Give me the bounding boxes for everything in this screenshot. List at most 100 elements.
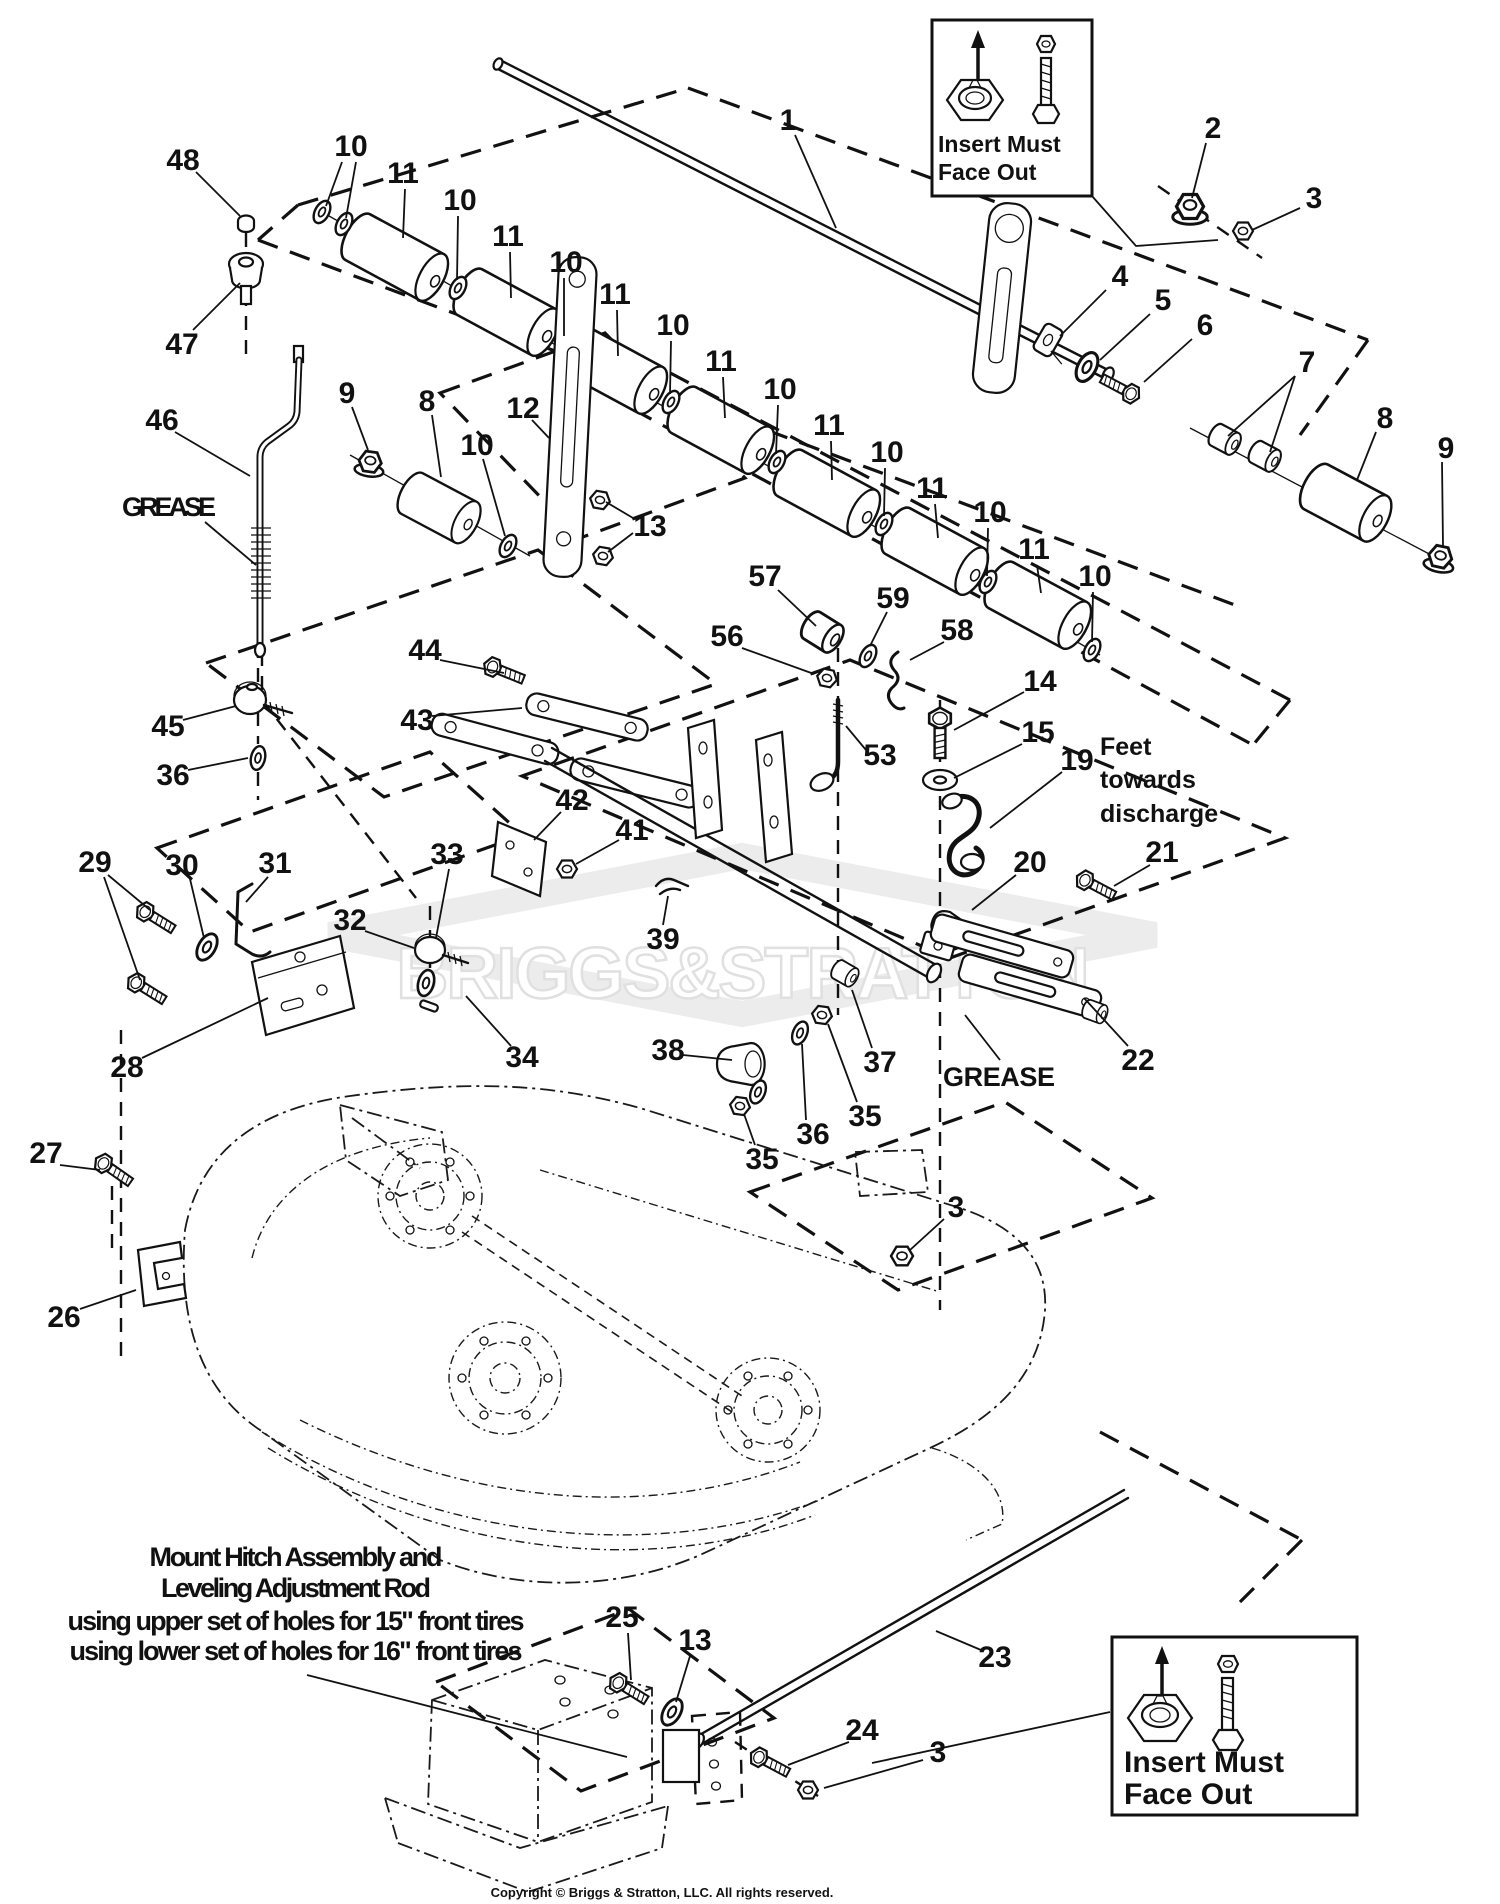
callout-57: 57 xyxy=(748,560,781,593)
callout-20: 20 xyxy=(1013,846,1046,879)
insert-note-bottom-line2: Face Out xyxy=(1124,1778,1252,1811)
leader-line-10 xyxy=(456,215,459,281)
nut-icon xyxy=(945,78,1005,122)
insert-note-box-bottom: Insert Must Face Out xyxy=(1110,1635,1359,1817)
callout-10: 10 xyxy=(763,373,796,406)
callout-9: 9 xyxy=(1438,432,1455,465)
spindle-left xyxy=(377,1143,483,1249)
hanger-hardware-group xyxy=(921,706,985,878)
callout-32: 32 xyxy=(333,904,366,937)
callout-11: 11 xyxy=(387,157,419,190)
leader-line-13 xyxy=(605,501,634,519)
callout-22: 22 xyxy=(1121,1044,1154,1077)
callout-38: 38 xyxy=(651,1034,684,1067)
callout-2: 2 xyxy=(1205,112,1222,145)
callout-10: 10 xyxy=(973,496,1006,529)
leader-line-58 xyxy=(909,641,945,661)
lift-shaft-weldment xyxy=(430,712,943,984)
callout-35: 35 xyxy=(745,1143,778,1176)
grease-label-right: GREASE xyxy=(943,1062,1055,1092)
callout-36: 36 xyxy=(156,759,189,792)
leader-line-11 xyxy=(402,188,406,239)
callout-34: 34 xyxy=(505,1041,539,1074)
callout-12: 12 xyxy=(506,392,539,425)
leader-line-3 xyxy=(1251,207,1301,231)
clamp-arm-group xyxy=(919,866,1120,1026)
leader-line-3 xyxy=(909,1218,945,1251)
callout-39: 39 xyxy=(646,923,679,956)
callout-7: 7 xyxy=(1299,346,1316,379)
copyright-line: Copyright © Briggs & Stratton, LLC. All … xyxy=(491,1885,834,1900)
leveling-rod-group xyxy=(604,1488,1130,1800)
svg-text:using lower set of holes for 1: using lower set of holes for 16" front t… xyxy=(70,1636,523,1666)
callout-3: 3 xyxy=(930,1736,947,1769)
leader-line-44 xyxy=(439,659,505,674)
leader-line-10 xyxy=(775,404,779,455)
callout-11: 11 xyxy=(705,345,737,378)
feet-towards-discharge-note: Feet towards discharge xyxy=(1100,733,1218,828)
leader-line-6 xyxy=(1143,338,1193,383)
svg-text:towards: towards xyxy=(1100,766,1196,794)
callout-10: 10 xyxy=(1078,560,1111,593)
callout-10: 10 xyxy=(870,436,903,469)
callout-14: 14 xyxy=(1023,665,1057,698)
callout-56: 56 xyxy=(710,620,743,653)
callout-42: 42 xyxy=(555,784,588,817)
leader-line-45 xyxy=(182,705,237,721)
svg-text:discharge: discharge xyxy=(1100,800,1218,828)
leader-line-29 xyxy=(103,876,141,981)
callout-24: 24 xyxy=(845,1714,879,1747)
leader-line-10 xyxy=(986,527,989,577)
channel-26-group xyxy=(89,1149,188,1308)
callout-41: 41 xyxy=(615,814,648,847)
callout-36: 36 xyxy=(796,1118,829,1151)
callout-23: 23 xyxy=(978,1641,1011,1674)
insert-note-top-line2: Face Out xyxy=(938,159,1037,185)
leader-line-35 xyxy=(827,1023,858,1103)
callout-28: 28 xyxy=(110,1051,143,1084)
right-roller-group xyxy=(1189,420,1459,577)
mount-hitch-note: Mount Hitch Assembly and Leveling Adjust… xyxy=(68,1542,525,1666)
callout-3: 3 xyxy=(1306,182,1323,215)
arrow-up-icon xyxy=(1155,1646,1169,1664)
leader-line-34 xyxy=(465,995,512,1047)
mower-deck-phantom xyxy=(182,1085,1047,1584)
leader-line-27 xyxy=(59,1164,101,1171)
bolt-icon xyxy=(1031,34,1061,125)
leader-line-9 xyxy=(1441,461,1444,547)
callout-3: 3 xyxy=(948,1191,965,1224)
leader-line-12 xyxy=(531,419,550,439)
grease-rod-46 xyxy=(251,344,305,659)
callout-53: 53 xyxy=(863,739,896,772)
leader-line-35 xyxy=(743,1113,756,1146)
callout-47: 47 xyxy=(165,328,198,361)
leader-line-59 xyxy=(869,611,888,647)
callout-26: 26 xyxy=(47,1301,80,1334)
leader-line-56 xyxy=(741,647,815,675)
spindle-right xyxy=(715,1357,821,1463)
leader-line-28 xyxy=(141,997,269,1059)
leader-line-41 xyxy=(575,839,620,865)
callout-11: 11 xyxy=(813,409,845,442)
callout-43: 43 xyxy=(400,704,433,737)
roller-strap-12 xyxy=(542,255,616,579)
note-leaders xyxy=(204,195,1219,1764)
leader-line-7 xyxy=(1227,375,1296,437)
callout-31: 31 xyxy=(258,847,291,880)
leader-line-42 xyxy=(533,811,562,841)
leader-line-25 xyxy=(627,1632,632,1681)
leader-line-11 xyxy=(934,503,939,539)
leader-line-3 xyxy=(823,1759,924,1789)
leader-line-11 xyxy=(1036,564,1042,594)
leader-line-22 xyxy=(1083,997,1129,1047)
callout-58: 58 xyxy=(940,614,973,647)
leader-line-36 xyxy=(187,757,249,771)
hitch-phantom xyxy=(384,1659,744,1893)
callout-59: 59 xyxy=(876,582,909,615)
leader-line-39 xyxy=(662,895,669,926)
callout-33: 33 xyxy=(430,838,463,871)
leader-line-15 xyxy=(953,743,1023,779)
leader-line-10 xyxy=(345,161,357,219)
